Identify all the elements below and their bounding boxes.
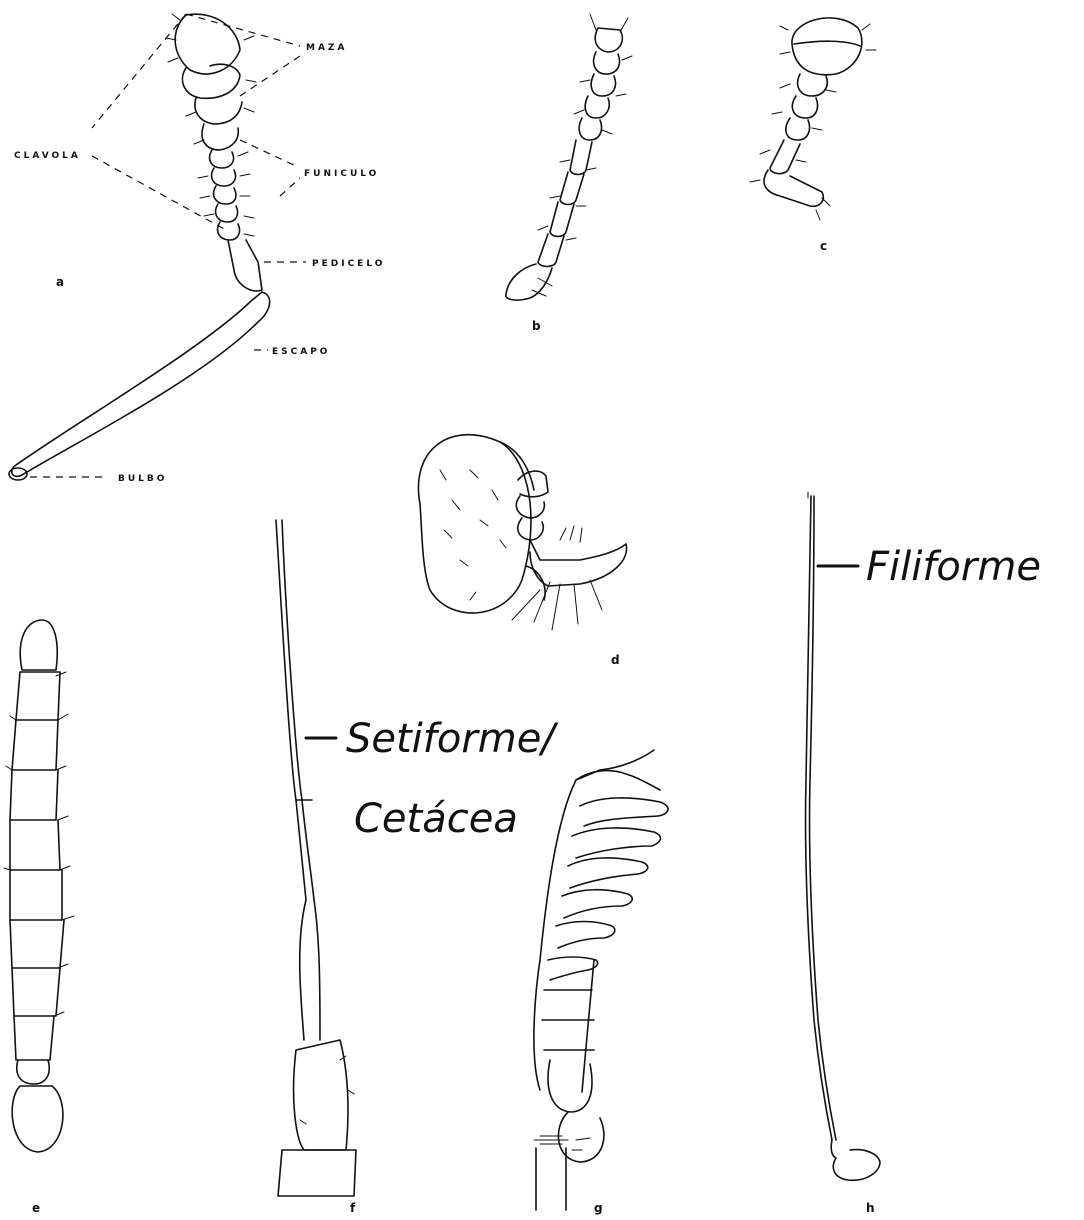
antenna-a-callout-lines xyxy=(30,14,306,477)
handwritten-setiforme: Setiforme/ xyxy=(346,716,559,762)
antenna-c-drawing xyxy=(750,18,876,220)
panel-label-c: c xyxy=(820,239,827,253)
antenna-e-drawing xyxy=(4,620,74,1152)
callout-maza: MAZA xyxy=(306,43,347,53)
callout-clavola: CLAVOLA xyxy=(14,151,81,161)
antenna-a-drawing xyxy=(9,14,270,480)
callout-bulbo: BULBO xyxy=(118,474,167,484)
handwritten-cetacea: Cetácea xyxy=(354,796,518,842)
antenna-f-drawing xyxy=(276,520,356,1196)
panel-label-h: h xyxy=(866,1201,875,1215)
handwritten-filiforme: Filiforme xyxy=(866,544,1041,590)
panel-label-b: b xyxy=(532,319,541,333)
callout-funiculo: FUNICULO xyxy=(304,169,379,179)
antenna-g-drawing xyxy=(534,750,668,1210)
panel-label-a: a xyxy=(56,275,64,289)
antenna-b-drawing xyxy=(506,14,632,300)
antenna-d-drawing xyxy=(418,435,626,630)
callout-escapo: ESCAPO xyxy=(272,347,330,357)
callout-pedicelo: PEDICELO xyxy=(312,259,385,269)
panel-label-g: g xyxy=(594,1201,603,1215)
antenna-h-drawing xyxy=(805,492,880,1180)
panel-label-f: f xyxy=(350,1201,356,1215)
panel-label-d: d xyxy=(611,653,620,667)
panel-label-e: e xyxy=(32,1201,40,1215)
